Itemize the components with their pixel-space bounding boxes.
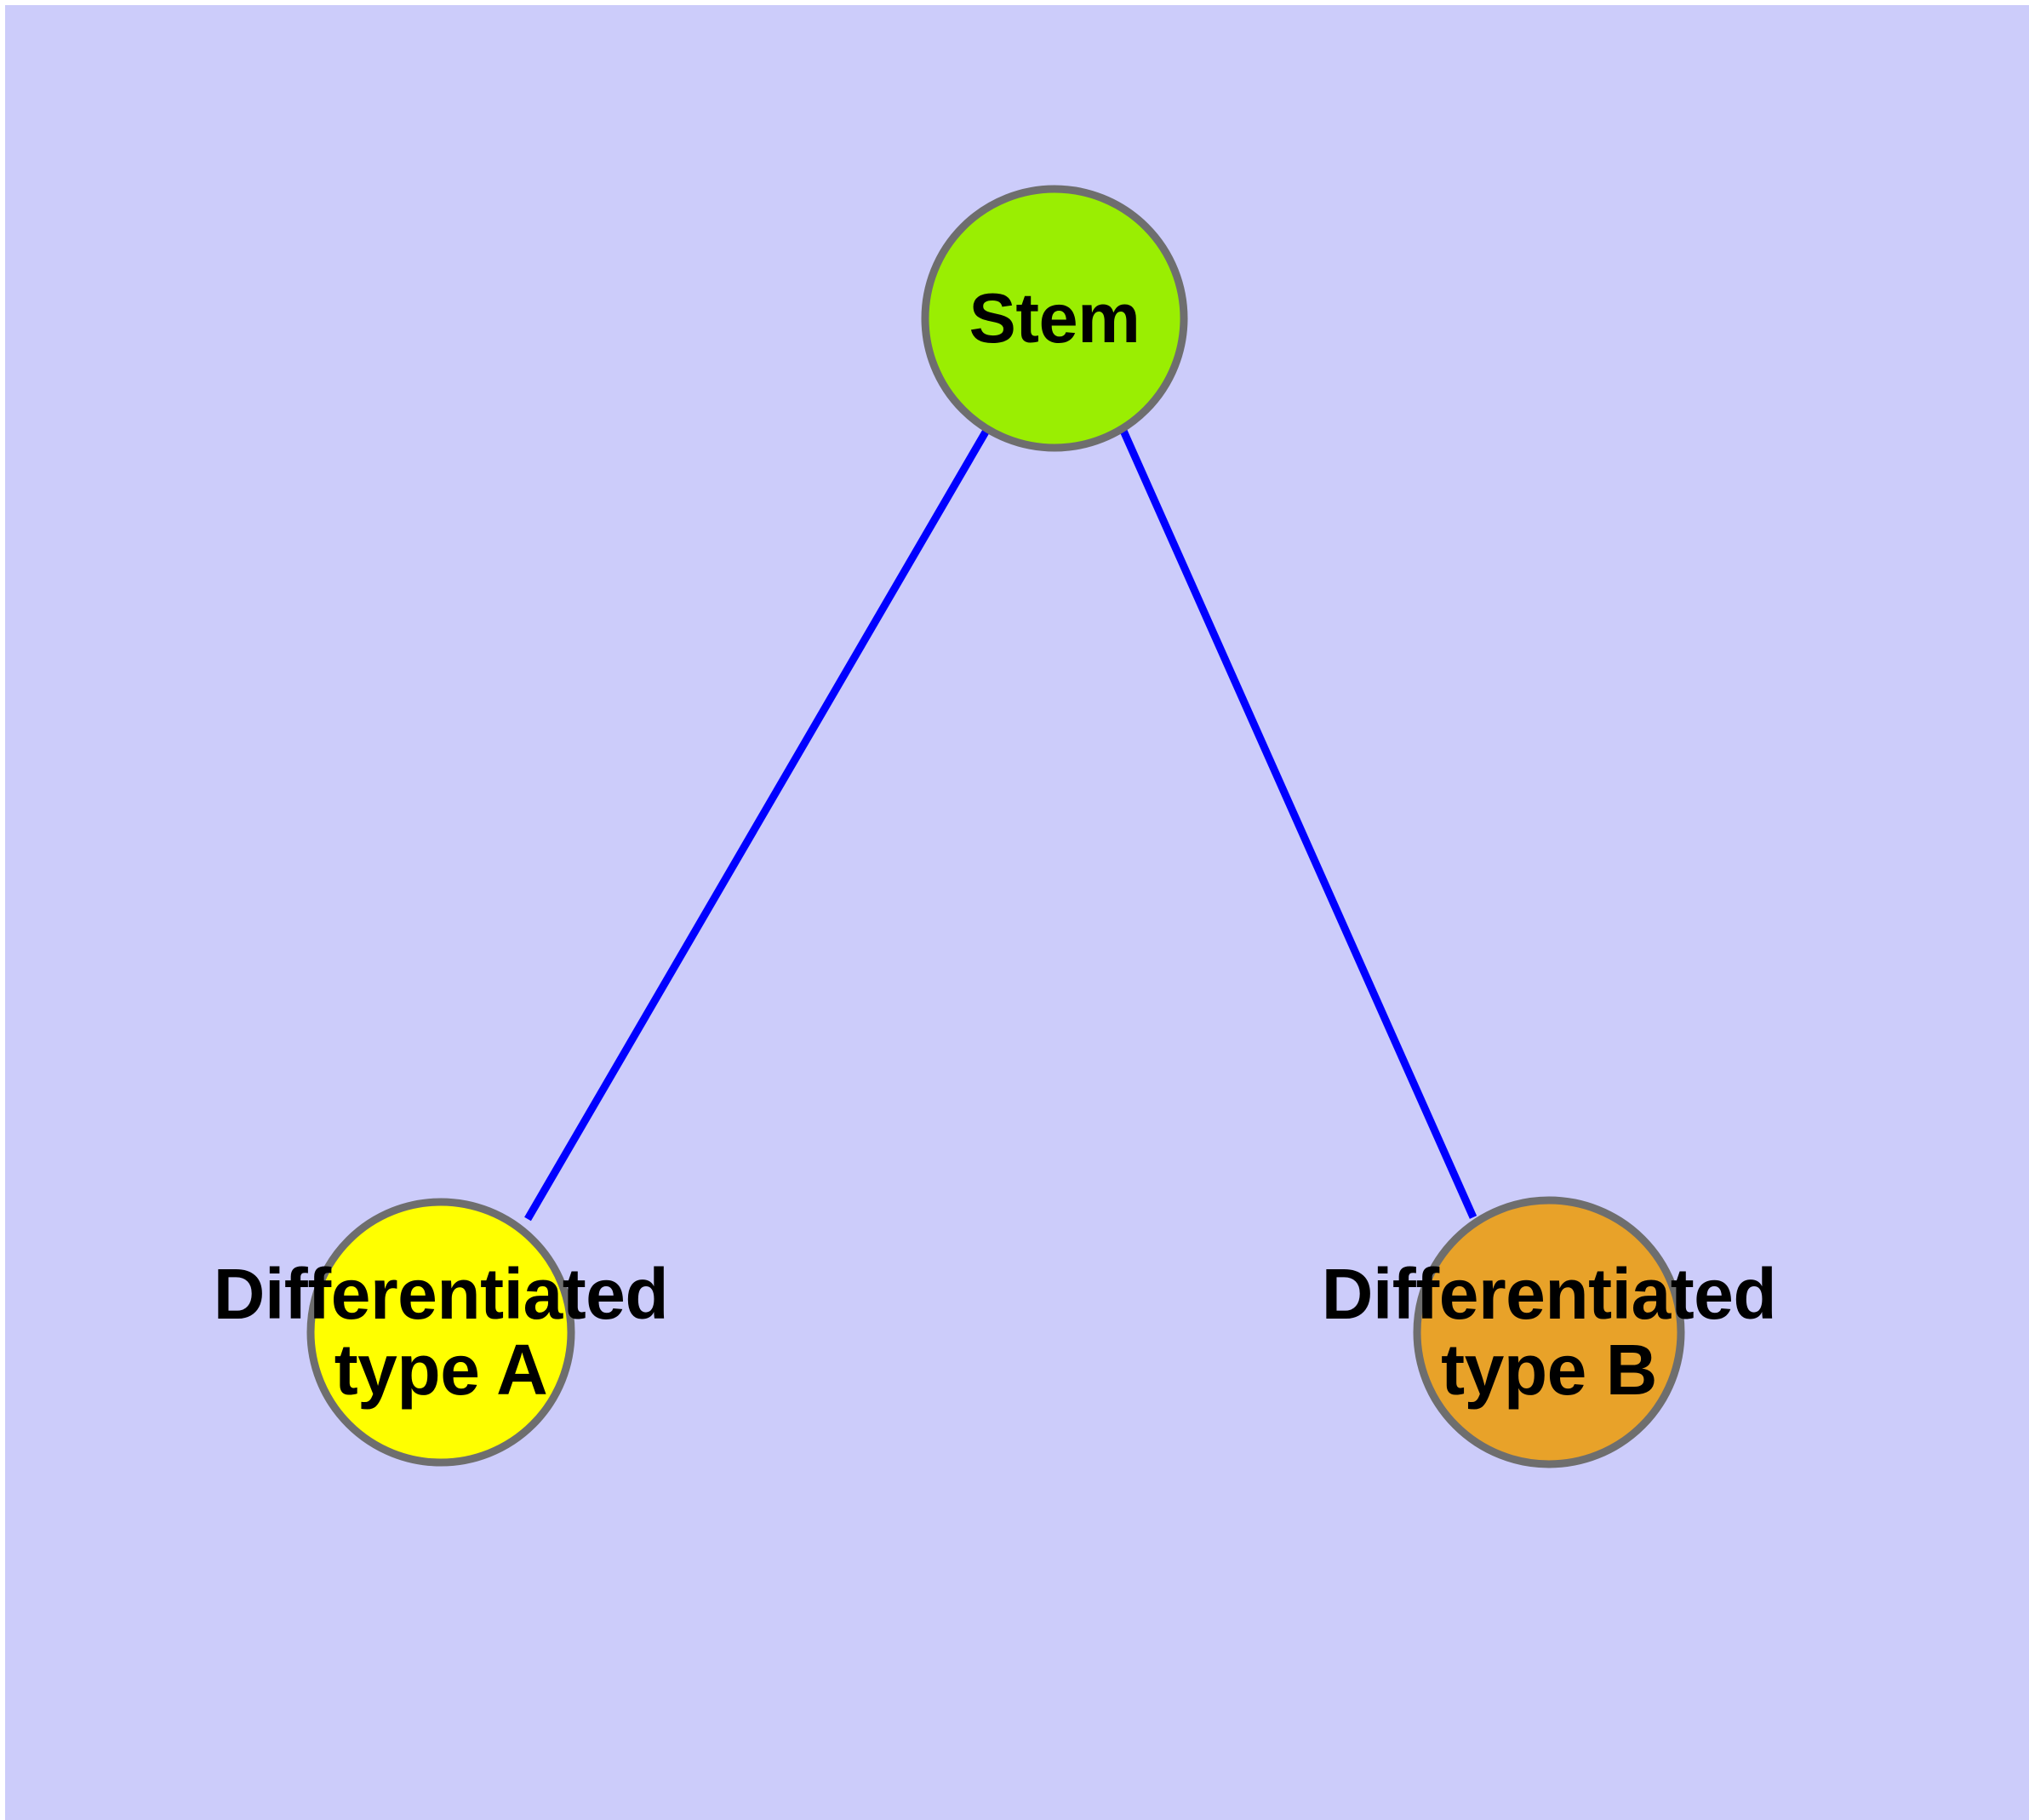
edge-stem-to-differentiated-type-a[interactable] <box>524 426 991 1222</box>
node-circle-stem[interactable] <box>921 185 1188 452</box>
nodes-layer <box>306 185 1685 1468</box>
edge-stem-to-differentiated-type-b[interactable] <box>1119 429 1477 1219</box>
node-circle-differentiated-type-b[interactable] <box>1413 1196 1685 1468</box>
node-circle-differentiated-type-a[interactable] <box>306 1198 575 1467</box>
edges-layer <box>524 426 1477 1222</box>
